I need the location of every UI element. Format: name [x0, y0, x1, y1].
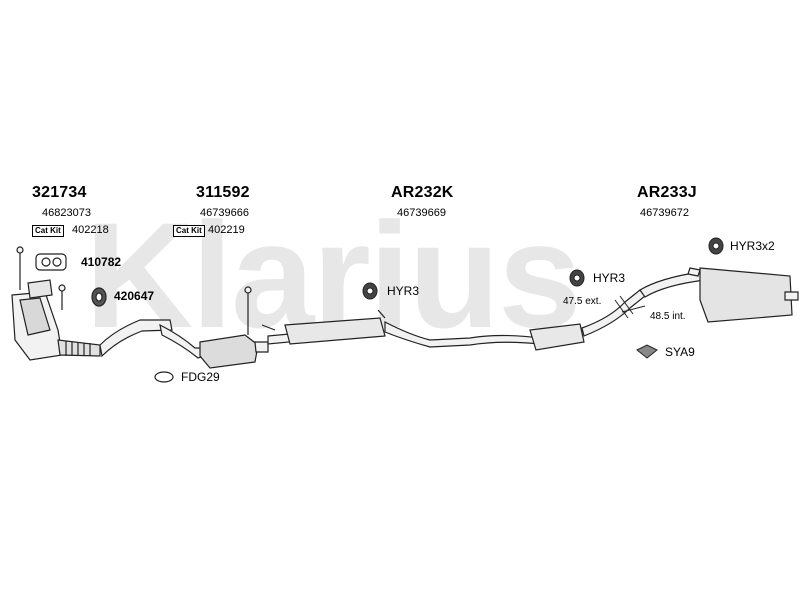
section-4-ref: 46739672 — [640, 207, 689, 219]
rubber-mount-420647-label: 420647 — [114, 289, 155, 303]
section-1-ref: 46823073 — [42, 207, 91, 219]
rubber-mount-420647-icon — [91, 287, 107, 307]
hyr3-mount-mid-icon — [362, 282, 378, 300]
dimension-int-label: 48.5 int. — [650, 311, 686, 322]
section-3-code: AR232K — [391, 184, 454, 201]
gasket-410782-label: 410782 — [81, 255, 122, 269]
hyr3-mid-label: HYR3 — [387, 284, 420, 298]
dimension-ext-label: 47.5 ext. — [563, 296, 602, 307]
section-2-code: 311592 — [196, 184, 250, 201]
flex-gasket-label: FDG29 — [181, 370, 220, 384]
sya9-clamp-icon — [636, 344, 658, 359]
mid-silencer-section — [267, 309, 541, 348]
hyr3-right-label: HYR3 — [593, 271, 626, 285]
hyr3-mount-right-icon — [569, 269, 585, 287]
manifold-cat-assembly — [11, 246, 173, 361]
dimension-marks — [614, 295, 646, 319]
hyr3x2-label: HYR3x2 — [730, 239, 775, 253]
section-1-code: 321734 — [32, 184, 87, 201]
section-4-code: AR233J — [637, 184, 697, 201]
centre-silencer-section — [529, 289, 646, 351]
section-1-catkit-code: 402218 — [72, 224, 109, 236]
section-2-catkit-badge: Cat Kit — [173, 225, 205, 237]
sya9-label: SYA9 — [665, 345, 695, 359]
section-3-ref: 46739669 — [397, 207, 446, 219]
section-2-ref: 46739666 — [200, 207, 249, 219]
rear-silencer-section — [639, 267, 799, 323]
second-cat-section — [159, 286, 276, 369]
section-1-catkit-badge: Cat Kit — [32, 225, 64, 237]
flex-gasket-icon — [154, 371, 174, 383]
section-2-catkit-code: 402219 — [208, 224, 245, 236]
hyr3x2-mount-icon — [708, 237, 724, 255]
gasket-410782-icon — [35, 253, 67, 271]
